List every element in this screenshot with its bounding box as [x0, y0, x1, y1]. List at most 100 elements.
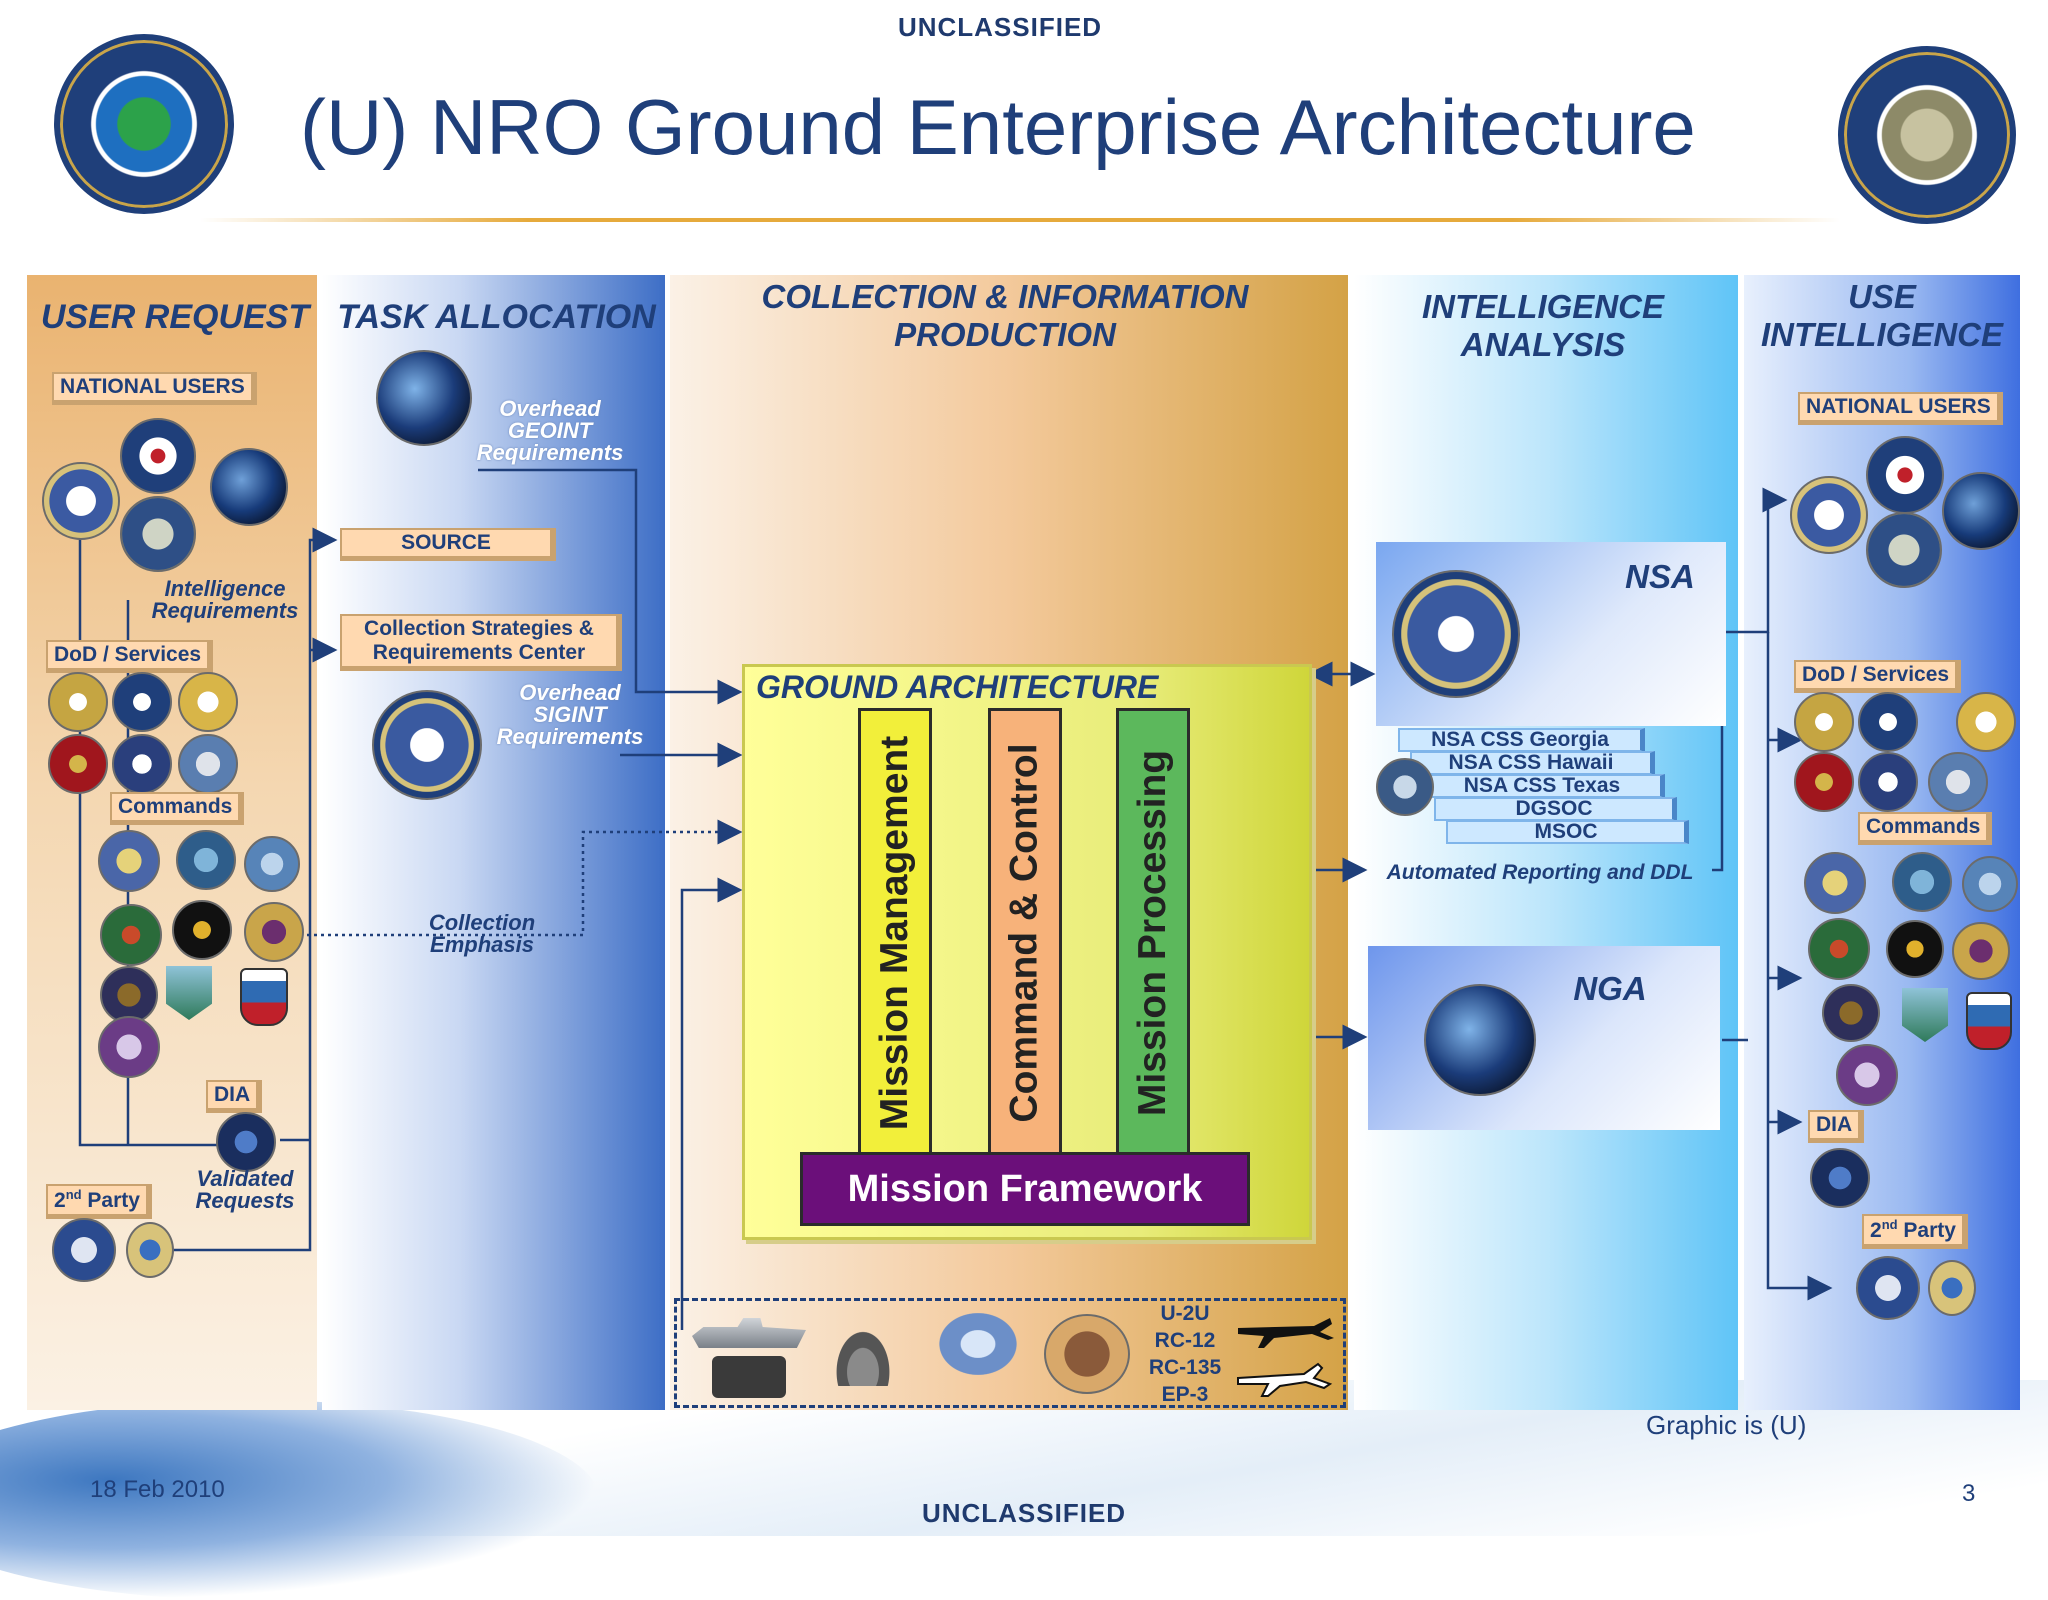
nga-seal-icon [376, 350, 472, 446]
use-dod-emblem-icon [1928, 752, 1988, 812]
header-use-line2: INTELLIGENCE [1760, 316, 2003, 353]
title-underline [200, 218, 1840, 222]
use-command-emblem-3-icon [1962, 856, 2018, 912]
use-command-emblem-4-icon [1808, 918, 1870, 980]
tag-dod-services: DoD / Services [46, 640, 214, 673]
nsa-site-georgia: NSA CSS Georgia [1398, 728, 1645, 752]
command-emblem-10-icon [98, 1016, 160, 1078]
use-marines-emblem-icon [1794, 752, 1854, 812]
nsa-seal-icon [372, 690, 482, 800]
mission-framework-bar: Mission Framework [800, 1152, 1250, 1226]
use-air-force-emblem-icon [1858, 752, 1918, 812]
header-analysis-line2: ANALYSIS [1460, 326, 1626, 363]
commonwealth-emblem-icon [126, 1222, 174, 1278]
source-box: SOURCE [340, 528, 556, 561]
pillar-mission-management: Mission Management [858, 708, 932, 1158]
aircraft-list: U-2U RC-12 RC-135 EP-3 [1140, 1300, 1230, 1408]
aircraft-silhouettes-icon [1237, 1318, 1334, 1397]
navy-emblem-icon [112, 672, 172, 732]
use-dia-emblem-icon [1810, 1148, 1870, 1208]
nsa-emblem-icon [42, 462, 120, 540]
command-emblem-4-icon [100, 904, 162, 966]
page-title: (U) NRO Ground Enterprise Architecture [300, 83, 1696, 171]
coast-guard-emblem-icon [178, 672, 238, 732]
column-task-allocation [322, 275, 665, 1410]
pillar-mission-processing: Mission Processing [1116, 708, 1190, 1158]
graphic-note: Graphic is (U) [1646, 1410, 1807, 1440]
nsa-site-hawaii: NSA CSS Hawaii [1410, 751, 1655, 775]
header-analysis-line1: INTELLIGENCE [1421, 288, 1664, 325]
label-validated-1: Validated [196, 1166, 294, 1191]
pillar-command-control-label: Command & Control [1003, 743, 1046, 1123]
pillar-mission-processing-label: Mission Processing [1131, 749, 1174, 1117]
cs-line2: Requirements Center [372, 641, 586, 664]
tag-commands: Commands [110, 792, 245, 825]
nro-seal-left [54, 34, 234, 214]
header-collection-line1: COLLECTION & INFORMATION [761, 278, 1249, 315]
use-nsa-emblem-icon [1790, 476, 1868, 554]
label-intel-requirements-1: Intelligence [164, 576, 286, 601]
dia-emblem-icon [216, 1112, 276, 1172]
ground-architecture-title: GROUND ARCHITECTURE [756, 669, 1159, 705]
use-second-party-num: 2 [1870, 1219, 1882, 1242]
use-command-emblem-2-icon [1892, 852, 1952, 912]
classification-bottom: UNCLASSIFIED [921, 1498, 1127, 1528]
use-commonwealth-emblem-icon [1928, 1260, 1976, 1316]
use-coast-guard-emblem-icon [1956, 692, 2016, 752]
pillar-mission-management-label: Mission Management [873, 735, 916, 1131]
nsa-label: NSA [1625, 558, 1695, 595]
use-tag-national-users: NATIONAL USERS [1798, 392, 2003, 425]
nsa-site-msoc: MSOC [1446, 820, 1689, 844]
use-command-emblem-10-icon [1836, 1044, 1898, 1106]
vehicle-radar-icon [826, 1316, 900, 1386]
label-emphasis-1: Collection [428, 910, 536, 935]
label-geoint-2: GEOINT [507, 418, 593, 443]
label-emphasis-2: Emphasis [430, 932, 534, 957]
nga-panel [1368, 946, 1720, 1130]
use-second-party-sup: nd [1881, 1217, 1898, 1232]
use-second-party-text: Party [1897, 1219, 1956, 1242]
nsa-site-texas: NSA CSS Texas [1422, 774, 1665, 798]
use-nga-globe-icon [1942, 472, 2020, 550]
automated-reporting-label: Automated Reporting and DDL [1386, 861, 1694, 884]
use-command-emblem-9-icon [1966, 992, 2012, 1050]
header-task-allocation: TASK ALLOCATION [337, 298, 656, 336]
cia-emblem-icon [120, 418, 196, 494]
second-party-num: 2 [54, 1189, 66, 1212]
second-party-sup: nd [65, 1187, 82, 1202]
marines-emblem-icon [48, 734, 108, 794]
nsa-panel-seal-icon [1392, 570, 1520, 698]
nga-label: NGA [1573, 970, 1647, 1007]
army-emblem-icon [48, 672, 108, 732]
use-command-emblem-1-icon [1804, 852, 1866, 914]
label-intel-requirements-2: Requirements [151, 598, 299, 623]
footer-date: 18 Feb 2010 [90, 1476, 225, 1503]
label-validated-2: Requests [195, 1188, 295, 1213]
page-number: 3 [1962, 1480, 1976, 1507]
use-army-emblem-icon [1794, 692, 1854, 752]
nga-panel-seal-icon [1424, 984, 1536, 1096]
use-command-emblem-6-icon [1952, 922, 2010, 980]
tag-dia: DIA [206, 1080, 263, 1113]
dod-emblem-icon [178, 734, 238, 794]
use-cia-emblem-icon [1866, 436, 1944, 514]
nsa-site-dgsoc: DGSOC [1434, 797, 1677, 821]
use-tag-commands: Commands [1858, 812, 1993, 845]
aircraft-ep3: EP-3 [1161, 1383, 1209, 1406]
classification-top: UNCLASSIFIED [897, 12, 1103, 42]
ground-station-icon [712, 1356, 786, 1398]
command-emblem-9-icon [240, 968, 288, 1026]
use-tag-second-party: 2nd Party [1862, 1214, 1968, 1249]
uk-emblem-icon [52, 1218, 116, 1282]
tag-national-users: NATIONAL USERS [52, 372, 257, 405]
command-emblem-3-icon [244, 836, 300, 892]
collection-strategies-box: Collection Strategies & Requirements Cen… [340, 614, 622, 671]
use-tag-dia: DIA [1808, 1110, 1865, 1143]
tag-second-party: 2nd Party [46, 1184, 152, 1219]
aircraft-rc12: RC-12 [1154, 1329, 1216, 1352]
air-force-emblem-icon [112, 734, 172, 794]
cio-seal-right [1838, 46, 2016, 224]
command-emblem-2-icon [176, 830, 236, 890]
agency-seal-icon [1044, 1314, 1130, 1394]
sensor-platforms-box [674, 1298, 1346, 1408]
